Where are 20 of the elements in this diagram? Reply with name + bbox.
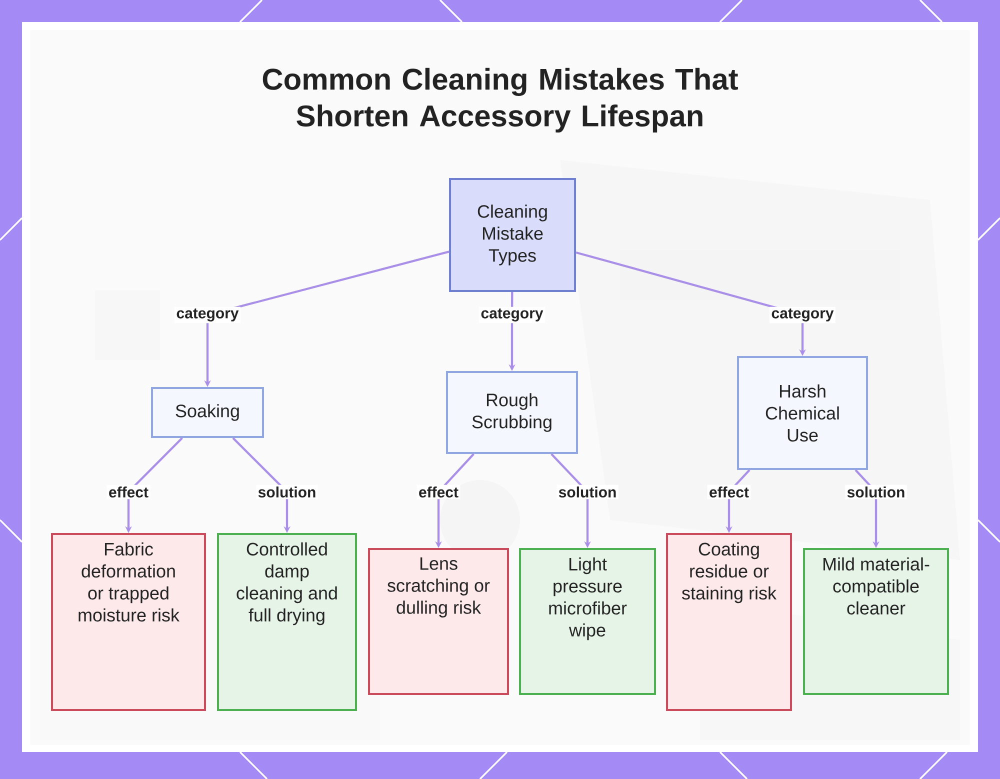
edge-label: effect bbox=[710, 486, 749, 498]
category-box: Soaking bbox=[151, 387, 264, 438]
edge-label: solution bbox=[558, 486, 616, 498]
category-box: Harsh Chemical Use bbox=[737, 356, 868, 470]
edge-label: effect bbox=[419, 486, 458, 498]
root-box: Cleaning Mistake Types bbox=[449, 178, 576, 292]
title: Common Cleaning Mistakes That Shorten Accessory Lifespan bbox=[262, 68, 738, 133]
edge-label: solution bbox=[847, 486, 904, 498]
edge-label: category bbox=[481, 308, 544, 322]
edge-label: effect bbox=[109, 486, 148, 498]
edge-label: solution bbox=[258, 486, 316, 498]
edge-label: category bbox=[772, 308, 834, 322]
effect-box: Coating residue or staining risk bbox=[666, 533, 792, 711]
edge-label: category bbox=[176, 308, 239, 322]
category-box: Rough Scrubbing bbox=[446, 371, 578, 454]
effect-box: Lens scratching or dulling risk bbox=[368, 548, 509, 695]
solution-box: Light pressure microfiber wipe bbox=[519, 548, 656, 695]
solution-box: Mild material-compatible cleaner bbox=[803, 548, 950, 695]
solution-box: Controlled damp cleaning and full drying bbox=[217, 533, 357, 711]
effect-box: Fabric deformation or trapped moisture risk bbox=[51, 533, 206, 711]
